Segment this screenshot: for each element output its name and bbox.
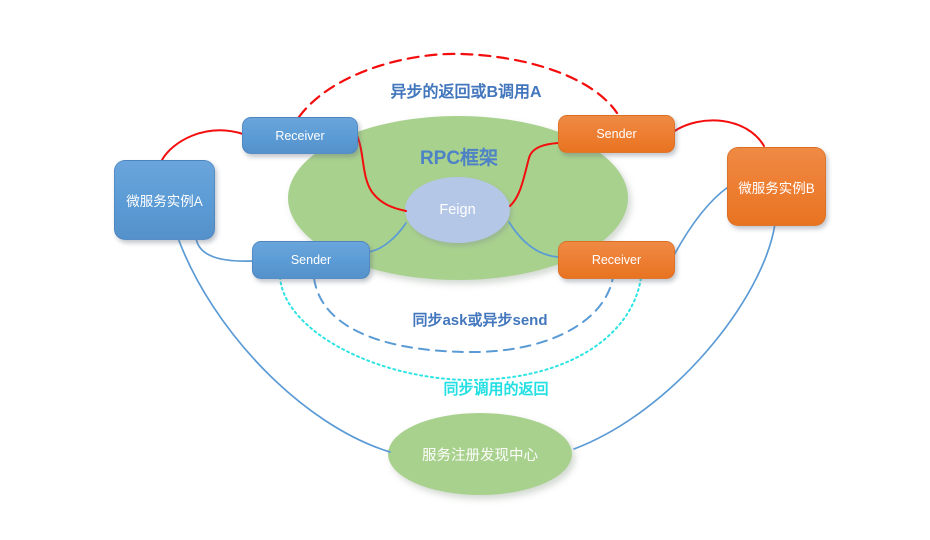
- edge-sync-return-arc: [279, 276, 642, 382]
- edge-instance-a-to-registry: [177, 237, 391, 453]
- async-return-edge-label: 异步的返回或B调用A: [390, 84, 542, 101]
- edge-feign-to-sender-b: [509, 142, 559, 207]
- node-receiver-a-label: Receiver: [275, 128, 325, 143]
- edge-feign-to-receiver-b: [508, 221, 559, 258]
- sync-return-edge-label: 同步调用的返回: [443, 381, 549, 398]
- registry-label: 服务注册发现中心: [422, 447, 538, 464]
- edge-sender-b-to-instance-b: [672, 119, 765, 147]
- node-receiver-b-label: Receiver: [591, 253, 642, 267]
- edge-instance-a-to-receiver-a: [161, 129, 244, 161]
- node-instance-a: 微服务实例A: [114, 160, 215, 240]
- rpc-framework-label: RPC框架: [419, 148, 499, 169]
- edge-sync-ask-arc: [313, 276, 614, 354]
- registry-ellipse: [388, 413, 572, 495]
- edge-async-return-arc: [297, 52, 619, 119]
- sync-ask-edge-label: 同步ask或异步send: [412, 312, 548, 329]
- node-receiver-a: Receiver: [242, 117, 358, 154]
- feign-label: Feign: [439, 202, 476, 218]
- node-receiver-b: Receiver: [558, 241, 675, 279]
- edge-receiver-a-to-feign: [355, 132, 407, 212]
- feign-ellipse: [405, 177, 510, 243]
- node-sender-a: Sender: [252, 241, 370, 279]
- node-instance-b: 微服务实例B: [727, 147, 826, 226]
- node-sender-b: Sender: [558, 115, 675, 153]
- edge-instance-b-to-receiver-b: [672, 186, 729, 258]
- node-instance-b-label: 微服务实例B: [738, 180, 815, 196]
- node-sender-a-label: Sender: [290, 253, 332, 267]
- node-instance-a-label: 微服务实例A: [126, 194, 203, 209]
- edge-instance-b-to-registry: [573, 223, 776, 450]
- node-sender-b-label: Sender: [596, 127, 637, 141]
- edge-sender-a-to-feign: [367, 222, 407, 253]
- edge-instance-a-to-sender-a: [195, 237, 253, 262]
